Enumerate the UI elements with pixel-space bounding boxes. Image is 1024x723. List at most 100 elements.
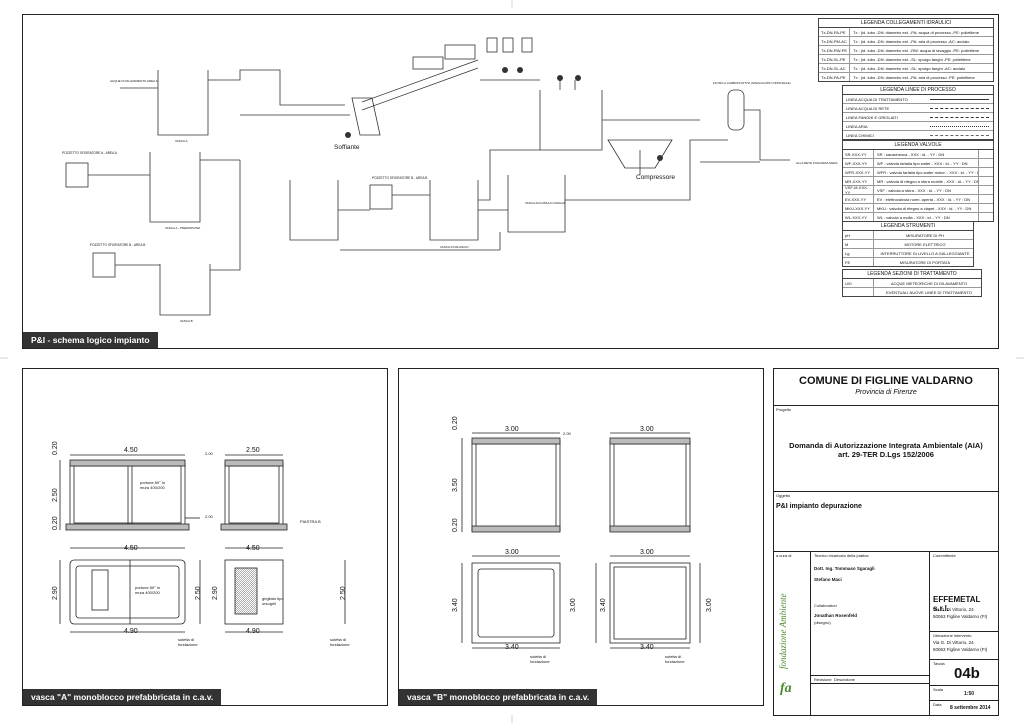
vasca-b-dim: 0.20 bbox=[452, 518, 459, 532]
progetto-label: Progetto bbox=[776, 407, 792, 412]
vasca-rilancio-label: VASCA DI RILANCIO bbox=[440, 245, 469, 249]
legend-linee: LEGENDA LINEE DI PROCESSO LINEA ACQUA DI… bbox=[842, 85, 994, 140]
legend-sezioni-title: LEGENDA SEZIONI DI TRATTAMENTO bbox=[843, 270, 981, 279]
vasca-a-dim: 2.50 bbox=[246, 447, 260, 454]
vasca-a-note: portone 80° in mura 400/200 bbox=[140, 480, 165, 490]
scala-value: 1:50 bbox=[964, 691, 975, 697]
legend-strumenti-title: LEGENDA STRUMENTI bbox=[843, 222, 973, 231]
committente-name: EFFEMETAL s.r.l. bbox=[933, 595, 981, 613]
vasca-b-soletta: soletta di fondazione bbox=[665, 654, 685, 664]
comune-title: COMUNE DI FIGLINE VALDARNO bbox=[799, 375, 973, 387]
logo-mark: fa bbox=[780, 681, 792, 696]
vasca-a-piastra: PIASTRA B bbox=[300, 519, 321, 524]
vasca-a-note: portone 80° in mura 400/200 bbox=[135, 585, 160, 595]
legend-row: LINEA ACQUA DI TRATTAMENTO bbox=[843, 95, 993, 104]
progetto-text: Domanda di Autorizzazione Integrata Ambi… bbox=[789, 441, 983, 459]
vasca-b-section-2 bbox=[609, 440, 691, 532]
vasca-accumulo-label: VASCA ACCUMULO FANGHI bbox=[525, 201, 565, 205]
collab-label: Collaboratori bbox=[814, 603, 837, 608]
vasca-a-dim: 4.90 bbox=[124, 628, 138, 635]
vasca-b-dim: 3.50 bbox=[452, 478, 459, 492]
vasca-a-small: 2.00 bbox=[205, 451, 213, 456]
tecnico-name-2: Stefano Maci bbox=[814, 577, 842, 582]
vasca-b-dim: 3.00 bbox=[640, 549, 654, 556]
vasca-b-dim: 3.00 bbox=[505, 426, 519, 433]
legend-collegamenti-title: LEGENDA COLLEGAMENTI IDRAULICI bbox=[819, 19, 993, 28]
vasca-a-dim: 4.90 bbox=[246, 628, 260, 635]
vasca-b-dim: 3.40 bbox=[505, 644, 519, 651]
data-value: 8 settembre 2014 bbox=[950, 705, 991, 711]
vasca-b-plan bbox=[471, 562, 561, 644]
collab-role: (disegno) bbox=[814, 620, 831, 625]
vasca-a-soletta: soletta di fondazione bbox=[178, 637, 198, 647]
oggetto-label: Oggetto bbox=[776, 493, 791, 498]
vasca-b-panel: vasca "B" monoblocco prefabbricata in c.… bbox=[398, 368, 764, 706]
vasca-a-plan bbox=[69, 559, 186, 625]
vasca-a-dim: 4.50 bbox=[246, 545, 260, 552]
tecnico-name: Dott. Ing. Tommaso Sgaragli bbox=[814, 566, 875, 571]
vasca-a-banner: vasca "A" monoblocco prefabbricata in c.… bbox=[23, 689, 222, 705]
a-cura-label: a cura di bbox=[776, 553, 792, 558]
filtro-label: FILTRO A CARBONI ATTIVI (SINGOLO/PIU OPZ… bbox=[713, 81, 791, 85]
title-block: COMUNE DI FIGLINE VALDARNO Provincia di … bbox=[773, 368, 999, 716]
vasca-b-plan-2 bbox=[609, 562, 691, 644]
vasca-a-grigliato: grigliato tipo orsogrill bbox=[262, 596, 284, 606]
data-label: Data bbox=[933, 702, 942, 707]
vasca-b-section bbox=[471, 440, 561, 532]
vasca-a-dim: 4.50 bbox=[124, 447, 138, 454]
schema-panel: P&I - schema logico impianto bbox=[22, 14, 999, 349]
compressore-label: Compressore bbox=[636, 174, 676, 181]
revisione-label: Revisione bbox=[814, 677, 832, 682]
sludge-tank bbox=[507, 175, 566, 233]
pozzetto-a-label: POZZETTO SFIORATORE A - AREA A bbox=[62, 151, 117, 155]
alla-rete-label: ALLA RETE FOGNARIA NERA bbox=[796, 161, 838, 165]
legend-linee-title: LEGENDA LINEE DI PROCESSO bbox=[843, 86, 993, 95]
vasca-b-small: 2.00 bbox=[563, 431, 571, 436]
legend-row: LINEA ARIA bbox=[843, 122, 993, 131]
vasca-a-label: VASCA A bbox=[175, 139, 188, 143]
vasca-b-dim: 3.40 bbox=[600, 598, 607, 612]
vasca-b-banner: vasca "B" monoblocco prefabbricata in c.… bbox=[399, 689, 598, 705]
pozzetto-b2-box bbox=[369, 184, 393, 210]
logo-text: fondazione Ambiente bbox=[778, 593, 788, 669]
vasca-b-dim: 3.00 bbox=[505, 549, 519, 556]
schema-banner: P&I - schema logico impianto bbox=[23, 332, 158, 348]
provincia: Provincia di Firenze bbox=[855, 389, 917, 396]
legend-row: EVENTUALI NUOVE LINEE DI TRATTAMENTO bbox=[843, 288, 981, 296]
committente-addr1: Via G. Di Vittorio, 24 bbox=[933, 607, 974, 612]
vasca-b-soletta: soletta di fondazione bbox=[530, 654, 550, 664]
collab-name: Jonathan Rosenfeld bbox=[814, 613, 858, 618]
committente-addr2: 50063 Figline Valdarno (FI) bbox=[933, 614, 988, 619]
ubicazione-label: Ubicazione intervento bbox=[933, 633, 972, 638]
sediment-tank bbox=[607, 139, 673, 169]
legend-valvole-title: LEGENDA VALVOLE bbox=[843, 141, 993, 150]
legend-row: LINEA CHIMICI bbox=[843, 131, 993, 139]
vasca-a-plan-top bbox=[224, 559, 284, 625]
committente-label: Committente bbox=[933, 553, 956, 558]
ubicazione-1: Via G. Di Vittorio, 24 bbox=[933, 640, 974, 645]
acque-in-label: ACQUE DI DILAVAMENTO AREA A bbox=[110, 79, 158, 83]
ubicazione-2: 50063 Figline Valdarno (FI) bbox=[933, 647, 988, 652]
pozzetto-b-label: POZZETTO SFIORATORE B - AREA B bbox=[90, 243, 146, 247]
